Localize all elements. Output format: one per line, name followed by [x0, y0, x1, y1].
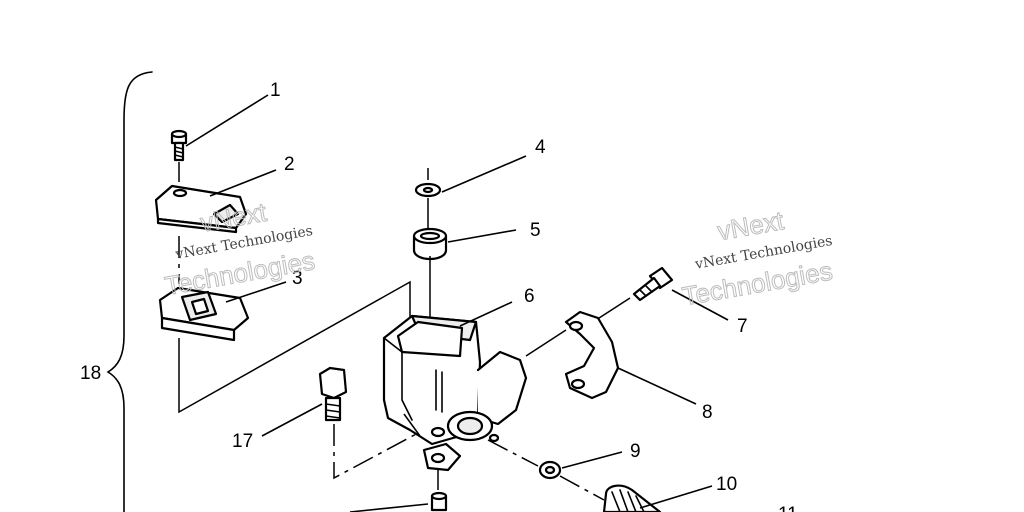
callout-11: 11	[778, 504, 798, 512]
part-10-spring	[602, 484, 662, 512]
part-5-bushing	[412, 227, 448, 261]
callout-5: 5	[530, 220, 541, 241]
leader-bottom	[349, 503, 429, 512]
callout-17: 17	[232, 431, 253, 452]
leader-8	[617, 367, 697, 405]
leader-2	[209, 169, 277, 197]
part-9-washer	[538, 460, 562, 480]
part-4-washer	[414, 182, 442, 198]
callout-2: 2	[284, 154, 295, 175]
callout-3: 3	[292, 268, 303, 289]
callout-8: 8	[702, 402, 713, 423]
callout-4: 4	[535, 137, 546, 158]
callout-9: 9	[630, 441, 641, 462]
assembly-bracket	[106, 71, 153, 512]
watermark-right: vNext Technologies vNext Technologies	[680, 205, 836, 312]
callout-10: 10	[716, 474, 737, 495]
leader-5	[447, 229, 517, 243]
callout-1: 1	[270, 80, 281, 101]
assembly-guide-line	[178, 280, 411, 414]
part-2-cover	[154, 184, 248, 234]
leader-3	[225, 281, 287, 303]
callout-6: 6	[524, 286, 535, 307]
leader-17	[261, 403, 323, 437]
part-1-screw	[170, 129, 188, 162]
leader-1	[185, 94, 269, 147]
callout-18: 18	[80, 363, 101, 384]
leader-6	[459, 301, 513, 327]
leader-10	[639, 485, 713, 509]
callout-7: 7	[737, 316, 748, 337]
svg-text:vNext: vNext	[715, 205, 786, 246]
part-small-nut	[430, 491, 448, 512]
part-8-clamp	[564, 310, 620, 400]
part-3-diaphragm	[158, 286, 250, 342]
leader-9	[561, 451, 623, 469]
leader-7	[671, 289, 729, 321]
part-7-bolt	[632, 266, 674, 302]
leader-4	[441, 155, 527, 193]
part-17-bolt	[318, 366, 348, 422]
part-6-cylinder-body	[382, 314, 528, 472]
